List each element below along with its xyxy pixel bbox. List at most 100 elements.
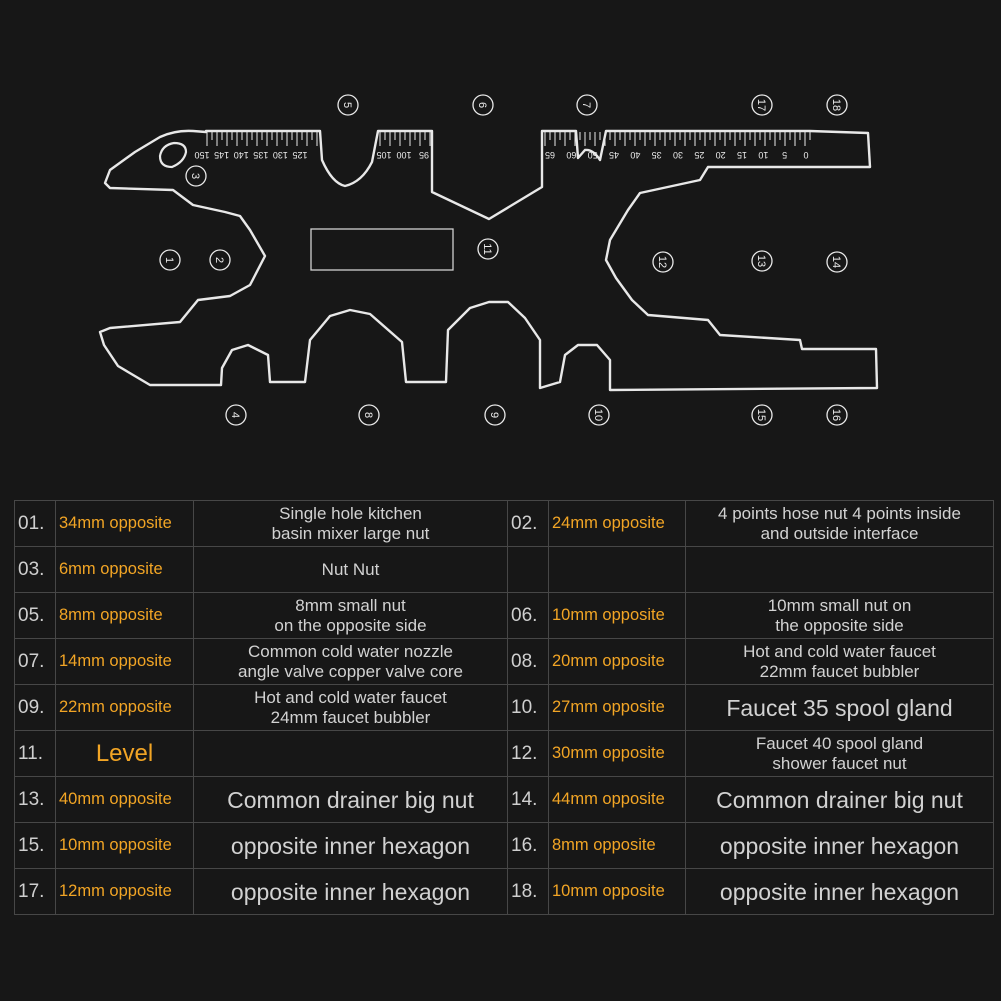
ruler-label: 130 bbox=[273, 150, 288, 160]
callout-label: 2 bbox=[213, 257, 225, 263]
item-number: 02. bbox=[507, 500, 549, 547]
spec-size: 8mm opposite bbox=[548, 822, 686, 869]
callout-label: 3 bbox=[189, 173, 201, 179]
callout-16: 16 bbox=[826, 404, 848, 426]
callout-9: 9 bbox=[484, 404, 506, 426]
description-line: 8mm small nut bbox=[295, 595, 406, 615]
ruler-label: 105 bbox=[376, 150, 391, 160]
ruler-label: 140 bbox=[234, 150, 249, 160]
description-line: 4 points hose nut 4 points inside bbox=[718, 503, 961, 523]
spec-size: 12mm opposite bbox=[55, 868, 194, 915]
item-number: 09. bbox=[14, 684, 56, 731]
description-line: 22mm faucet bubbler bbox=[759, 661, 920, 681]
description-line: and outside interface bbox=[760, 523, 919, 543]
spec-description: opposite inner hexagon bbox=[685, 822, 994, 869]
item-number: 06. bbox=[507, 592, 549, 639]
spec-size: 22mm opposite bbox=[55, 684, 194, 731]
spec-size: 14mm opposite bbox=[55, 638, 194, 685]
ruler-label: 35 bbox=[652, 150, 662, 160]
item-number: 15. bbox=[14, 822, 56, 869]
hanging-hole bbox=[158, 141, 188, 169]
callout-label: 9 bbox=[488, 412, 500, 418]
description-line: Common cold water nozzle bbox=[247, 641, 454, 661]
spec-size: 20mm opposite bbox=[548, 638, 686, 685]
callout-label: 12 bbox=[656, 256, 668, 268]
ruler-label: 10 bbox=[758, 150, 768, 160]
description-line: basin mixer large nut bbox=[271, 523, 430, 543]
ruler-label: 150 bbox=[194, 150, 209, 160]
callout-2: 2 bbox=[209, 249, 231, 271]
spec-description: Nut Nut bbox=[193, 546, 508, 593]
ruler-label: 65 bbox=[545, 150, 555, 160]
spec-size: 34mm opposite bbox=[55, 500, 194, 547]
spec-description bbox=[193, 730, 508, 777]
callout-label: 15 bbox=[755, 409, 767, 421]
callout-label: 6 bbox=[476, 102, 488, 108]
callout-15: 15 bbox=[751, 404, 773, 426]
callout-13: 13 bbox=[751, 250, 773, 272]
callout-label: 1 bbox=[163, 257, 175, 263]
description-line: shower faucet nut bbox=[772, 753, 907, 773]
ruler-label: 100 bbox=[396, 150, 411, 160]
item-number: 12. bbox=[507, 730, 549, 777]
item-number: 05. bbox=[14, 592, 56, 639]
ruler-label: 135 bbox=[253, 150, 268, 160]
spec-size: 30mm opposite bbox=[548, 730, 686, 777]
callout-label: 14 bbox=[830, 256, 842, 268]
callout-14: 14 bbox=[826, 251, 848, 273]
callout-8: 8 bbox=[358, 404, 380, 426]
callout-label: 10 bbox=[592, 409, 604, 421]
spec-description: opposite inner hexagon bbox=[193, 822, 508, 869]
level-window bbox=[310, 228, 454, 271]
spec-description: Faucet 35 spool gland bbox=[685, 684, 994, 731]
spec-description bbox=[685, 546, 994, 593]
item-number: 16. bbox=[507, 822, 549, 869]
ruler-label: 40 bbox=[630, 150, 640, 160]
description-line: on the opposite side bbox=[274, 615, 427, 635]
spec-size: 40mm opposite bbox=[55, 776, 194, 823]
callout-10: 10 bbox=[588, 404, 610, 426]
description-line: 24mm faucet bubbler bbox=[270, 707, 431, 727]
wrench-outline bbox=[98, 129, 879, 392]
callout-18: 18 bbox=[826, 94, 848, 116]
ruler-label: 0 bbox=[803, 150, 808, 160]
callout-label: 8 bbox=[362, 412, 374, 418]
ruler-label: 145 bbox=[214, 150, 229, 160]
ruler-label: 15 bbox=[737, 150, 747, 160]
spec-size: 10mm opposite bbox=[55, 822, 194, 869]
callout-6: 6 bbox=[472, 94, 494, 116]
spec-size: 44mm opposite bbox=[548, 776, 686, 823]
spec-size bbox=[548, 546, 686, 593]
description-line: Hot and cold water faucet bbox=[743, 641, 936, 661]
ruler-label: 25 bbox=[694, 150, 704, 160]
description-line: angle valve copper valve core bbox=[238, 661, 463, 681]
item-number: 18. bbox=[507, 868, 549, 915]
item-number: 13. bbox=[14, 776, 56, 823]
ruler-label: 30 bbox=[673, 150, 683, 160]
spec-size: 8mm opposite bbox=[55, 592, 194, 639]
callout-11: 11 bbox=[477, 238, 499, 260]
callout-label: 18 bbox=[830, 99, 842, 111]
callout-label: 11 bbox=[481, 243, 493, 254]
spec-description: opposite inner hexagon bbox=[685, 868, 994, 915]
